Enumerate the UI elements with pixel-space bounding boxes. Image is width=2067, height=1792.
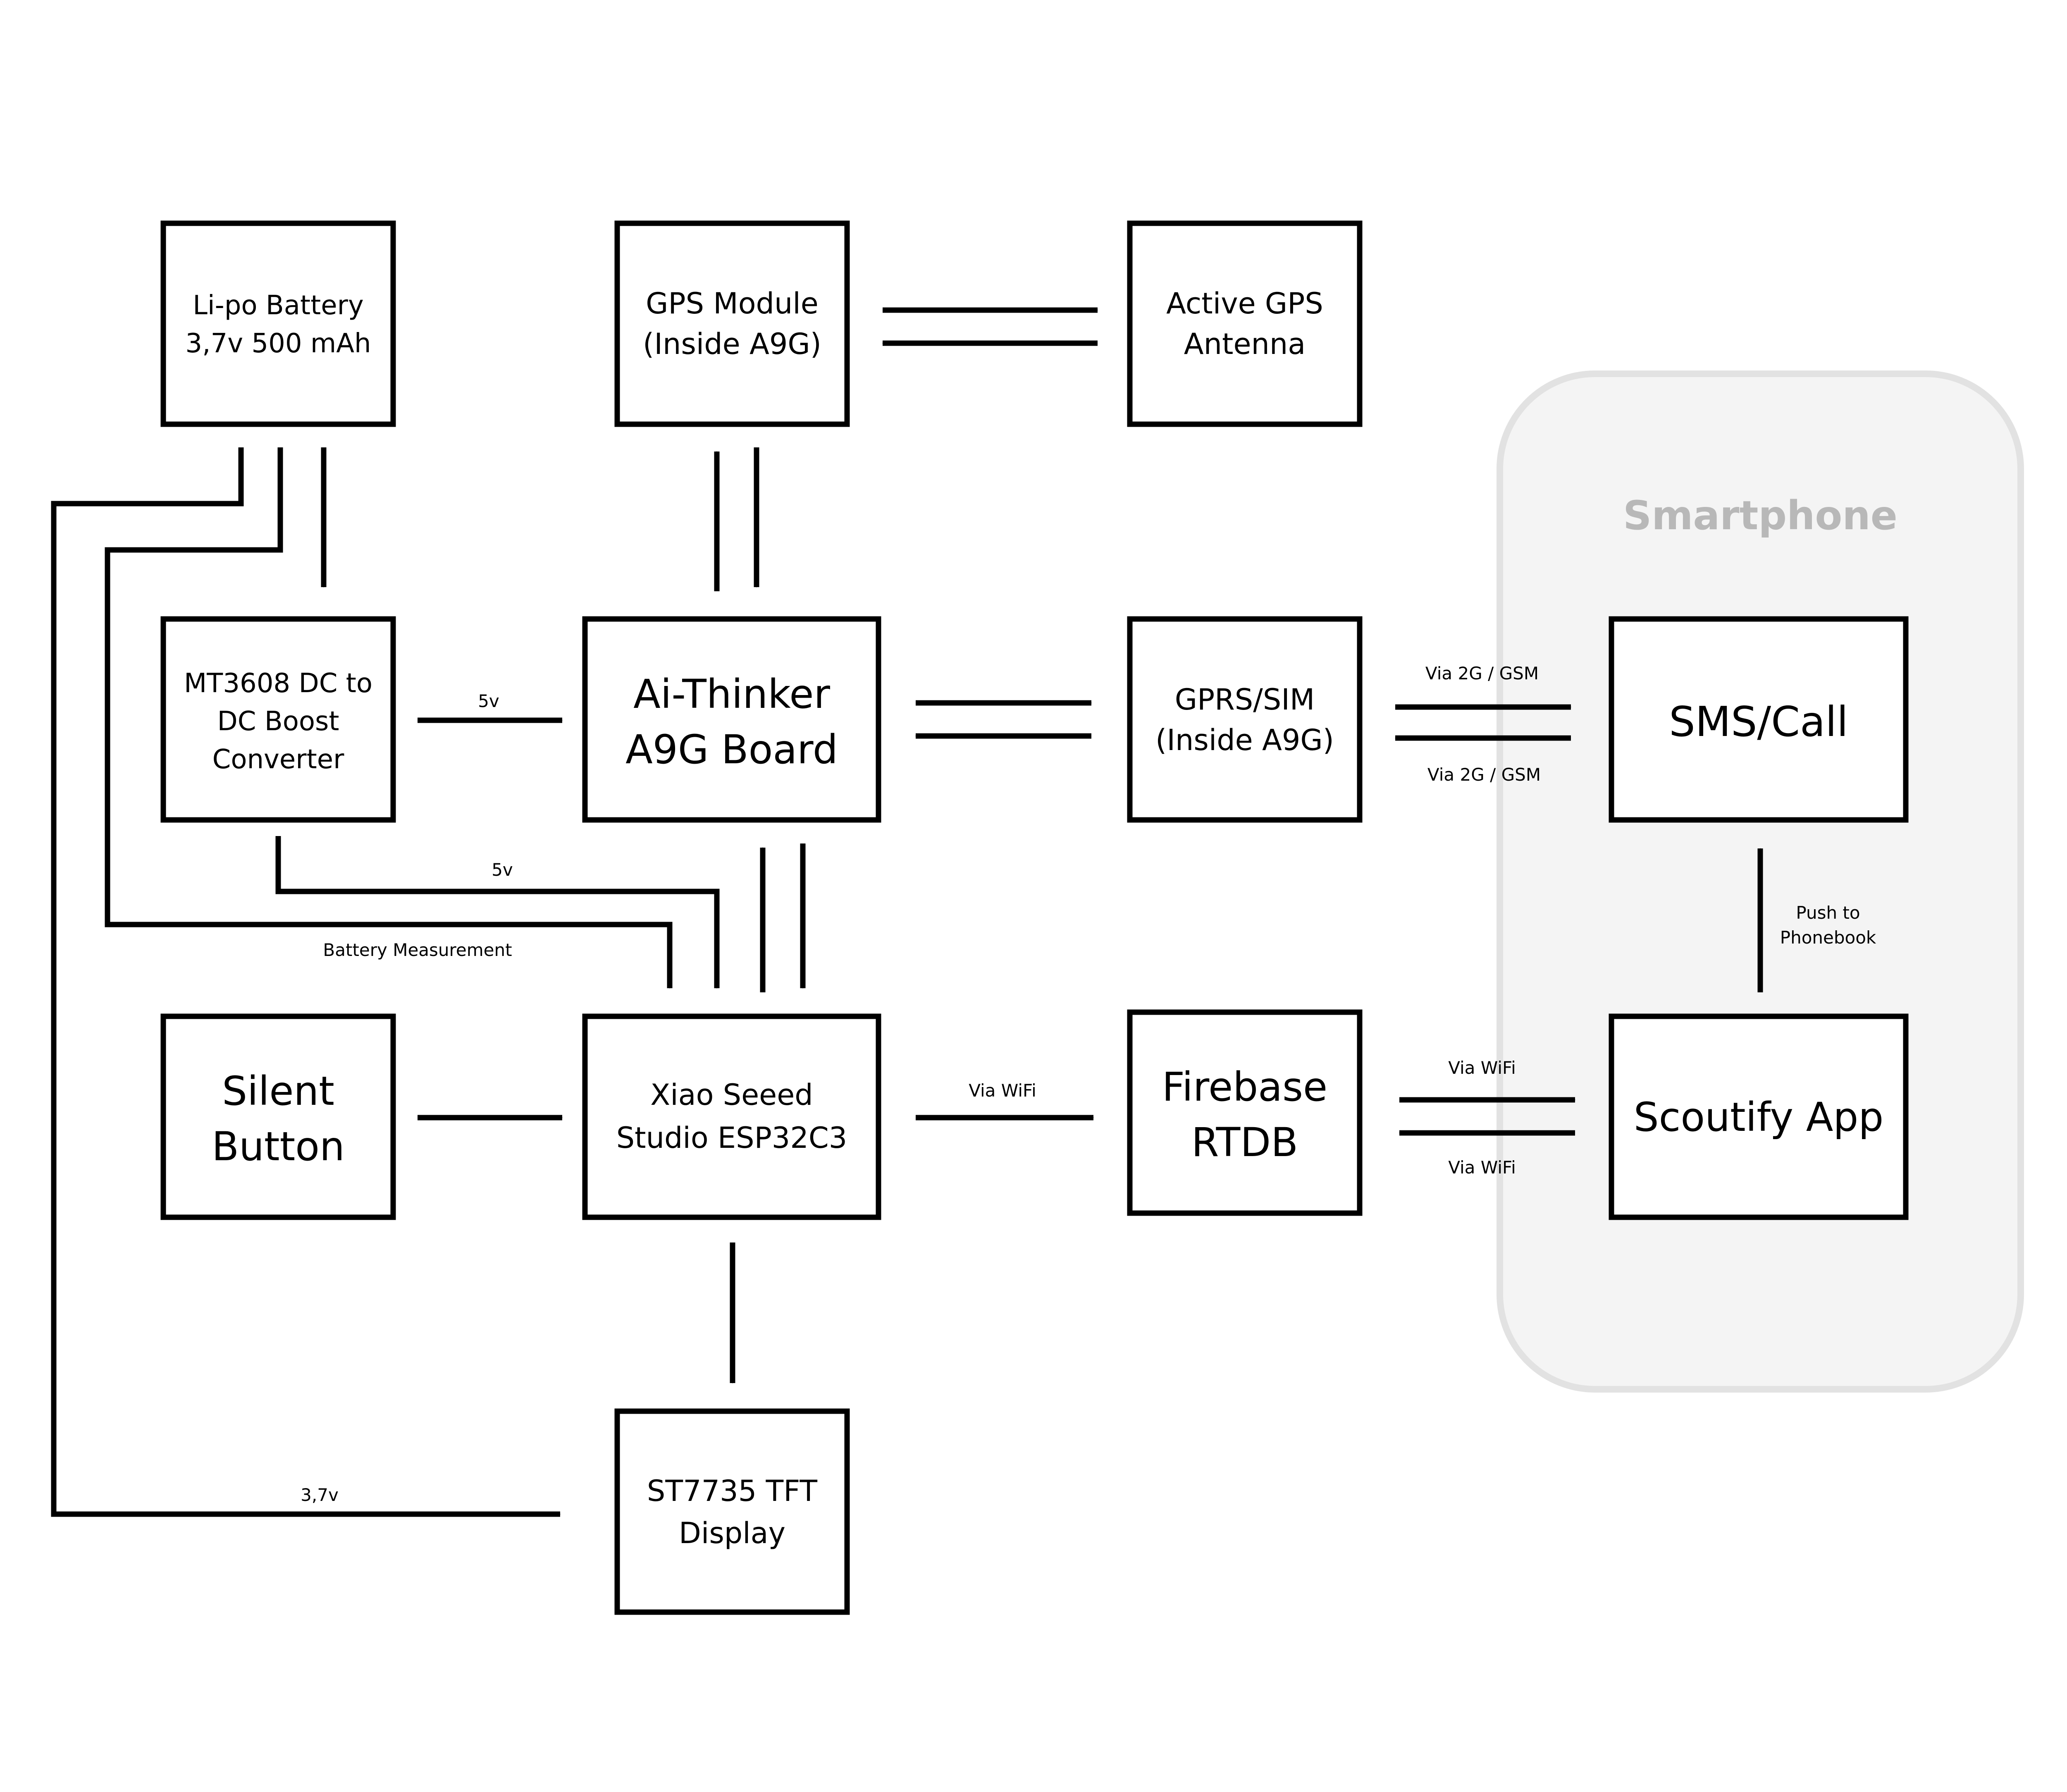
xiao-label-line2: Studio ESP32C3 <box>616 1121 847 1155</box>
battery-label-line1: Li-po Battery <box>193 290 364 321</box>
label-firebase-to-app: Via WiFi <box>1448 1058 1516 1078</box>
gps-antenna-label-line2: Antenna <box>1184 327 1306 361</box>
gprs-label-line1: GPRS/SIM <box>1175 683 1315 717</box>
arrow-battery-measurement <box>105 447 673 988</box>
a9g-label-line1: Ai-Thinker <box>633 671 830 717</box>
gprs-label-line2: (Inside A9G) <box>1155 723 1334 757</box>
firebase-label-line2: RTDB <box>1191 1119 1298 1166</box>
arrow-battery-to-tft <box>51 447 560 1517</box>
smartphone-title: Smartphone <box>1623 492 1898 539</box>
boost-label-line2: DC Boost <box>217 706 339 737</box>
tft-display-block: ST7735 TFT Display <box>614 1408 850 1615</box>
gprs-sim-block: GPRS/SIM (Inside A9G) <box>1127 616 1363 823</box>
boost-label-line1: MT3608 DC to <box>184 668 372 699</box>
gps-antenna-block: Active GPS Antenna <box>1127 220 1363 427</box>
label-xiao-to-firebase: Via WiFi <box>969 1080 1036 1101</box>
battery-label-line2: 3,7v 500 mAh <box>185 328 371 359</box>
xiao-label-line1: Xiao Seeed <box>650 1078 813 1112</box>
label-push-line2: Phonebook <box>1780 927 1876 948</box>
gps-antenna-label-line1: Active GPS <box>1166 287 1323 320</box>
firebase-rtdb-block: Firebase RTDB <box>1127 1009 1363 1216</box>
arrow-boost-to-xiao <box>275 836 720 988</box>
boost-label-line3: Converter <box>212 744 344 775</box>
gps-module-label-line2: (Inside A9G) <box>643 327 821 361</box>
label-push-line1: Push to <box>1796 903 1860 923</box>
label-boost-to-xiao: 5v <box>492 860 513 880</box>
label-app-to-firebase: Via WiFi <box>1448 1157 1516 1178</box>
tft-label-line2: Display <box>679 1516 785 1550</box>
gps-module-label-line1: GPS Module <box>646 287 819 320</box>
label-gprs-to-sms: Via 2G / GSM <box>1425 663 1539 683</box>
tft-label-line1: ST7735 TFT <box>647 1474 817 1508</box>
scoutify-app-block: Scoutify App <box>1609 1013 1909 1220</box>
sms-call-block: SMS/Call <box>1609 616 1909 823</box>
boost-converter-block: MT3608 DC to DC Boost Converter <box>160 616 396 823</box>
silent-button-block: Silent Button <box>160 1013 396 1220</box>
a9g-board-block: Ai-Thinker A9G Board <box>582 616 881 823</box>
label-battery-to-tft: 3,7v <box>301 1485 339 1505</box>
a9g-label-line2: A9G Board <box>625 726 838 773</box>
silent-label-line2: Button <box>212 1123 345 1170</box>
silent-label-line1: Silent <box>222 1068 334 1114</box>
battery-block: Li-po Battery 3,7v 500 mAh <box>160 220 396 427</box>
label-boost-to-a9g: 5v <box>478 691 499 711</box>
scoutify-app-label: Scoutify App <box>1634 1094 1884 1140</box>
label-battery-measurement: Battery Measurement <box>323 940 512 960</box>
firebase-label-line1: Firebase <box>1162 1064 1327 1110</box>
xiao-esp32c3-block: Xiao Seeed Studio ESP32C3 <box>582 1013 881 1220</box>
label-sms-to-gprs: Via 2G / GSM <box>1427 765 1541 785</box>
gps-module-block: GPS Module (Inside A9G) <box>614 220 850 427</box>
sms-call-label: SMS/Call <box>1669 698 1848 746</box>
